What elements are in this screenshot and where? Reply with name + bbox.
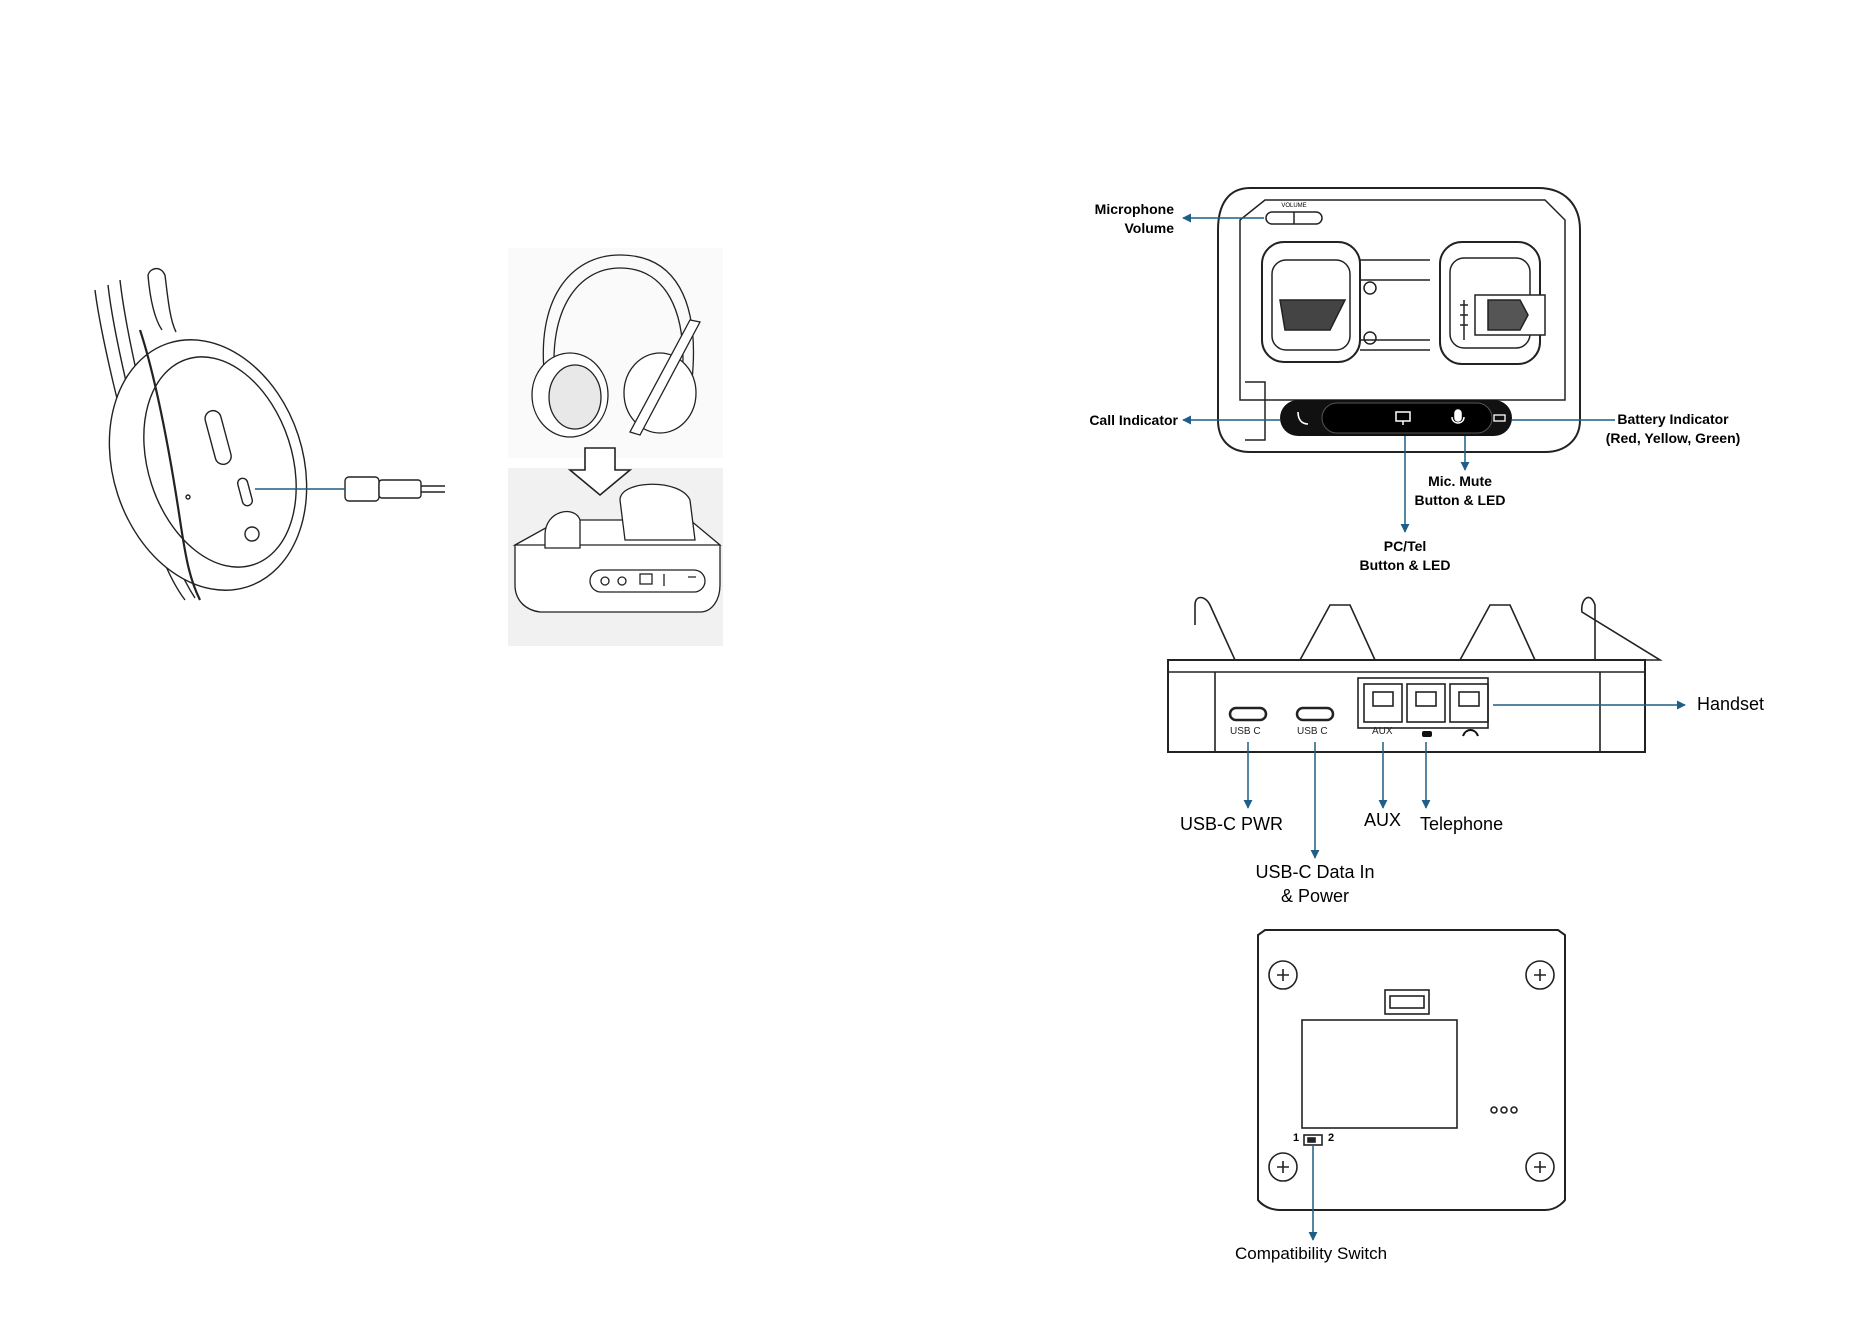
- volume-rocker-text: VOLUME: [1270, 203, 1318, 209]
- headset-charging-illustration: [78, 269, 445, 617]
- switch-position-1: 1: [1293, 1132, 1299, 1144]
- telephone-label: Telephone: [1420, 812, 1503, 836]
- headset-docking-illustration: [508, 248, 723, 646]
- aux-label: AUX: [1364, 808, 1401, 832]
- usb-c-data-label: USB-C Data In & Power: [1235, 860, 1395, 908]
- call-indicator-label: Call Indicator: [1060, 411, 1178, 430]
- pc-tel-label: PC/Tel Button & LED: [1345, 537, 1465, 575]
- switch-position-2: 2: [1328, 1132, 1334, 1144]
- handset-label: Handset: [1697, 692, 1764, 716]
- mic-mute-label: Mic. Mute Button & LED: [1400, 472, 1520, 510]
- aux-port-label: AUX: [1372, 726, 1393, 737]
- usb-c-port-label-1: USB C: [1230, 726, 1261, 737]
- usb-c-pwr-label: USB-C PWR: [1180, 812, 1283, 836]
- battery-indicator-label: Battery Indicator (Red, Yellow, Green): [1588, 410, 1758, 448]
- compatibility-switch-label: Compatibility Switch: [1235, 1242, 1387, 1266]
- telephone-icon: [1422, 731, 1432, 737]
- usb-c-port-label-2: USB C: [1297, 726, 1328, 737]
- base-bottom-view: [1258, 930, 1565, 1210]
- mic-volume-label: Microphone Volume: [1068, 200, 1174, 238]
